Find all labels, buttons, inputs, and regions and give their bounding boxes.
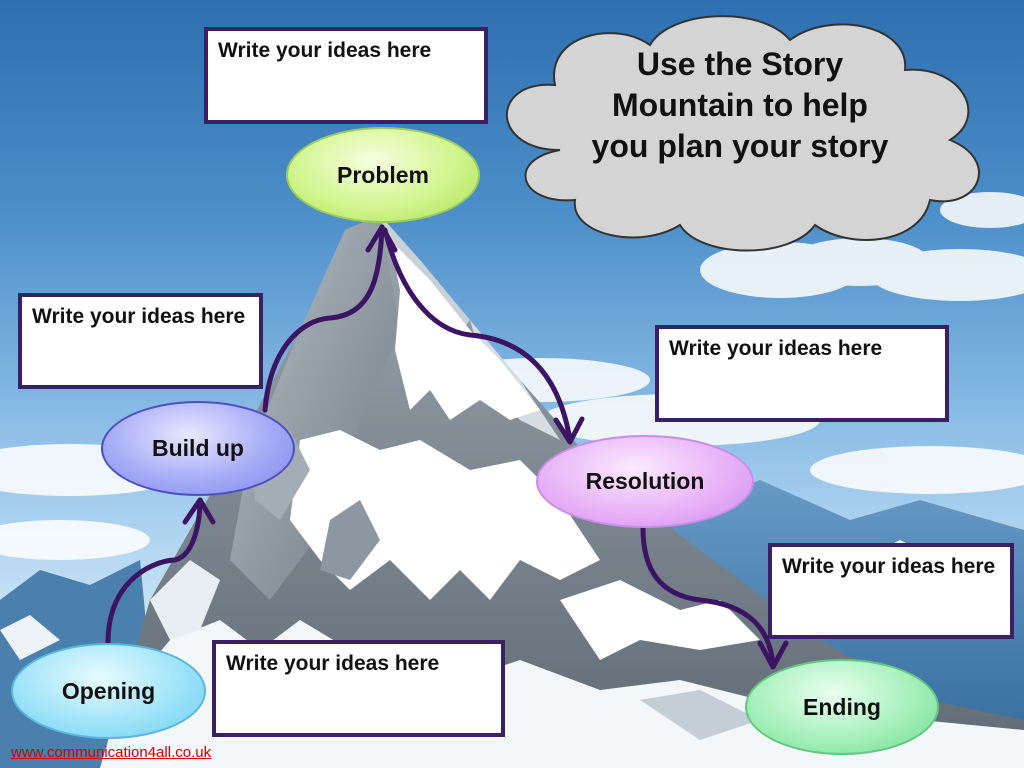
problem-ideas-box[interactable]: Write your ideas here bbox=[204, 27, 488, 124]
arrowhead-build-up bbox=[182, 497, 216, 525]
resolution-node: Resolution bbox=[536, 435, 754, 528]
build-up-ideas-box[interactable]: Write your ideas here bbox=[18, 293, 263, 389]
arrowhead-ending bbox=[757, 640, 789, 670]
opening-ideas-prompt: Write your ideas here bbox=[226, 652, 440, 675]
resolution-ideas-box[interactable]: Write your ideas here bbox=[655, 325, 949, 422]
arrow-build-up-to-problem bbox=[262, 224, 385, 413]
cloud-title: Use the Story Mountain to help you plan … bbox=[591, 46, 889, 164]
thought-cloud bbox=[505, 15, 980, 252]
arrowhead-resolution bbox=[553, 416, 585, 445]
build-up-ideas-prompt: Write your ideas here bbox=[32, 305, 246, 328]
ending-ideas-prompt: Write your ideas here bbox=[782, 555, 996, 578]
arrow-opening-to-build-up bbox=[105, 497, 203, 646]
problem-node: Problem bbox=[286, 127, 480, 223]
ending-label: Ending bbox=[803, 693, 881, 720]
credit-link[interactable]: www.communication4all.co.uk bbox=[11, 744, 212, 761]
opening-ideas-box[interactable]: Write your ideas here bbox=[212, 640, 505, 737]
opening-label: Opening bbox=[61, 677, 156, 704]
resolution-label: Resolution bbox=[585, 468, 705, 494]
arrow-problem-to-resolution bbox=[382, 227, 573, 443]
ending-ideas-box[interactable]: Write your ideas here bbox=[768, 543, 1014, 639]
opening-node: Opening bbox=[11, 643, 206, 739]
resolution-ideas-prompt: Write your ideas here bbox=[669, 337, 883, 360]
ending-node: Ending bbox=[745, 659, 939, 755]
build-up-label: Build up bbox=[152, 435, 244, 461]
arrow-resolution-to-ending bbox=[640, 525, 776, 668]
problem-ideas-prompt: Write your ideas here bbox=[218, 39, 432, 62]
build-up-node: Build up bbox=[101, 401, 295, 496]
problem-label: Problem bbox=[336, 161, 430, 188]
story-arrows bbox=[105, 224, 789, 670]
